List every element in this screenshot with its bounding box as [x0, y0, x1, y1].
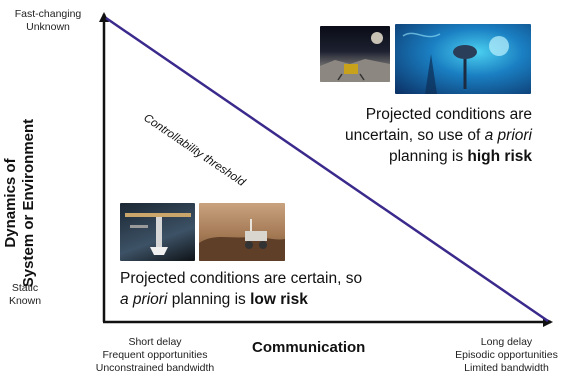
upper-caption-line2: uncertain, so use of a priori — [270, 125, 532, 146]
upper-caption-a-priori: a priori — [484, 127, 532, 144]
space-station-shuttle-photo — [120, 203, 195, 261]
x-axis-title: Communication — [252, 339, 366, 356]
mars-rover-photo — [199, 203, 285, 261]
y-axis-title: Dynamics of System or Environment — [2, 103, 38, 303]
y-title-line1: Dynamics of — [2, 158, 19, 248]
upper-caption-text: uncertain, so use of — [345, 127, 485, 144]
upper-caption-planning: planning is — [388, 148, 468, 165]
upper-caption-line3: planning is high risk — [270, 146, 532, 167]
x-left-line2: Frequent opportunities — [102, 349, 208, 361]
x-axis-left-label: Short delay Frequent opportunities Uncon… — [60, 336, 250, 375]
y-axis-bottom-label: Static Known — [2, 282, 48, 308]
y-top-line1: Fast-changing — [14, 8, 82, 20]
x-left-line1: Short delay — [128, 336, 182, 348]
y-bottom-line2: Known — [8, 295, 42, 307]
x-axis-right-label: Long delay Episodic opportunities Limite… — [434, 336, 579, 375]
y-title-line2: System or Environment — [20, 118, 37, 288]
subsurface-ocean-probe-photo — [395, 24, 531, 94]
low-risk-label: low risk — [250, 291, 308, 308]
y-bottom-line1: Static — [11, 282, 39, 294]
europa-lander-photo — [320, 26, 390, 82]
x-right-line3: Limited bandwidth — [464, 362, 549, 374]
controllability-threshold-line — [105, 16, 549, 323]
lower-caption-a-priori: a priori — [120, 291, 168, 308]
high-risk-label: high risk — [467, 148, 532, 165]
lower-caption: Projected conditions are certain, so a p… — [120, 268, 430, 310]
lower-caption-planning: planning is — [167, 291, 251, 308]
upper-caption-line1: Projected conditions are — [365, 106, 532, 123]
y-top-line2: Unknown — [26, 21, 70, 33]
x-right-line2: Episodic opportunities — [455, 349, 558, 361]
y-axis-top-label: Fast-changing Unknown — [2, 8, 94, 34]
lower-caption-line1: Projected conditions are certain, so — [120, 270, 363, 287]
lower-caption-line2: a priori planning is low risk — [120, 289, 430, 310]
x-left-line3: Unconstrained bandwidth — [95, 362, 215, 374]
upper-caption: Projected conditions are uncertain, so u… — [270, 104, 532, 167]
x-right-line1: Long delay — [480, 336, 533, 348]
